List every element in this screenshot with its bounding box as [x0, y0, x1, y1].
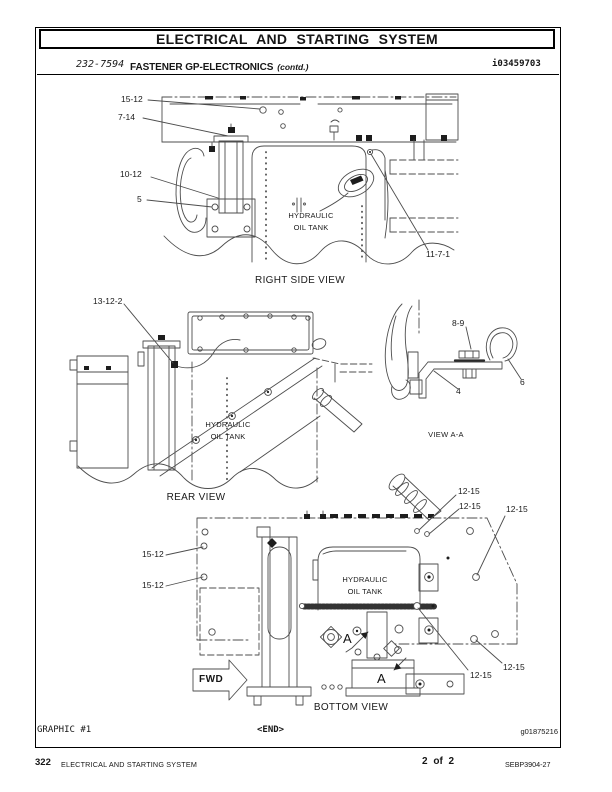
callout-11-7-1: 11-7-1 [426, 249, 450, 259]
tank-label-line2: OIL TANK [210, 431, 246, 441]
callout-6: 6 [520, 377, 525, 387]
callout-15-12: 15-12 [121, 94, 143, 104]
contd-note: (contd.) [277, 62, 309, 72]
graphic-id: g01875216 [520, 727, 558, 736]
view-a-a-drawing [384, 299, 522, 400]
footer-section-title: ELECTRICAL AND STARTING SYSTEM [61, 760, 198, 769]
graphic-label: GRAPHIC #1 [37, 725, 92, 735]
callout-8-9: 8-9 [452, 318, 465, 328]
callout-10-12: 10-12 [120, 169, 142, 179]
page-number: 322 [35, 757, 51, 768]
tank-label-right-side: HYDRAULIC OIL TANK [279, 210, 343, 233]
callout-4: 4 [456, 386, 461, 396]
callout-15-12: 15-12 [142, 580, 164, 590]
doc-id: i03459703 [492, 59, 541, 69]
part-number: 232-7594 [76, 59, 125, 70]
callout-15-12: 15-12 [142, 549, 164, 559]
callout-12-15: 12-15 [459, 501, 481, 511]
page-indicator: 2 of 2 [422, 756, 455, 767]
callout-12-15: 12-15 [506, 504, 528, 514]
part-name: FASTENER GP-ELECTRONICS [130, 62, 274, 73]
callout-5: 5 [137, 194, 142, 204]
page-border [35, 27, 561, 748]
tank-label-line2: OIL TANK [293, 222, 329, 232]
callout-13-12-2: 13-12-2 [93, 296, 123, 306]
callout-12-15: 12-15 [503, 662, 525, 672]
subtitle-rule [37, 74, 559, 75]
section-marker-a: A [377, 671, 386, 686]
document-code: SEBP3904-27 [505, 760, 551, 769]
tank-label-line2: OIL TANK [347, 586, 383, 596]
tank-label-rear: HYDRAULIC OIL TANK [199, 419, 257, 442]
fwd-direction-label: FWD [199, 674, 224, 685]
callout-12-15: 12-15 [458, 486, 480, 496]
tank-label-line1: HYDRAULIC [288, 211, 334, 220]
right-side-view-drawing [142, 93, 459, 265]
caption-rear-view: REAR VIEW [166, 492, 226, 503]
callout-7-14: 7-14 [118, 112, 136, 122]
part-title: FASTENER GP-ELECTRONICS(contd.) [130, 57, 308, 75]
tank-label-line1: HYDRAULIC [342, 575, 388, 584]
bottom-view-drawing [165, 473, 518, 706]
end-marker: <END> [257, 725, 285, 735]
page-title: ELECTRICAL AND STARTING SYSTEM [39, 29, 555, 49]
section-marker-a: A [343, 631, 352, 646]
caption-view-a-a: VIEW A-A [428, 430, 464, 439]
rear-view-drawing [69, 303, 373, 489]
callout-12-15: 12-15 [470, 670, 492, 680]
caption-right-side-view: RIGHT SIDE VIEW [255, 275, 345, 286]
tank-label-bottom: HYDRAULIC OIL TANK [335, 574, 395, 597]
tank-label-line1: HYDRAULIC [205, 420, 251, 429]
caption-bottom-view: BOTTOM VIEW [313, 702, 389, 713]
